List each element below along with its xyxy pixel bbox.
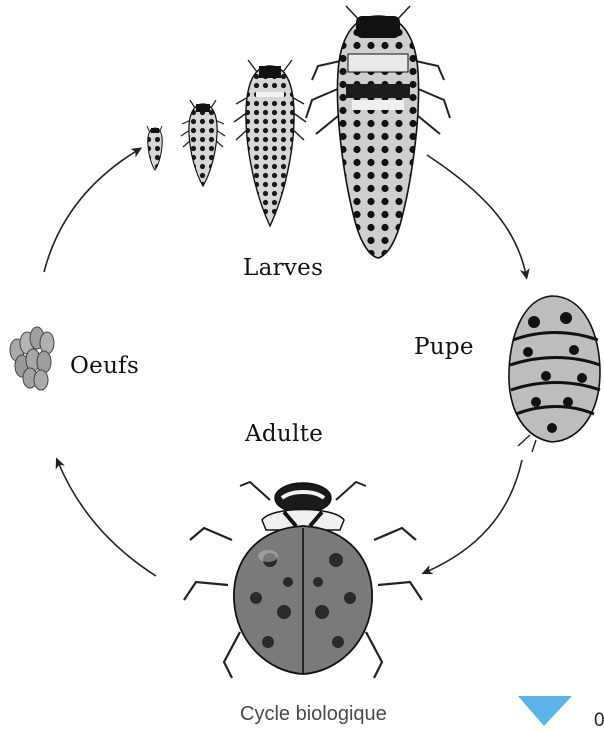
arrow-eggs-to-larvae — [44, 150, 138, 272]
arrow-adult-to-eggs — [58, 462, 156, 576]
larvae-label: Larves — [243, 255, 323, 281]
larva-stage-1-illustration — [147, 126, 162, 170]
arrow-pupa-to-adult — [426, 460, 522, 572]
adult-ladybird-illustration — [184, 482, 422, 678]
larva-stage-3-illustration — [234, 60, 306, 226]
eggs-label: Oeufs — [70, 353, 139, 379]
larva-stage-2-illustration — [181, 100, 225, 186]
figure-caption: Cycle biologique — [240, 703, 387, 726]
footer-triangle-accent — [518, 696, 572, 726]
larva-stage-4-illustration — [306, 6, 450, 258]
adult-label: Adulte — [245, 421, 323, 447]
page-number: 0 — [594, 710, 604, 731]
pupa-illustration — [509, 296, 600, 452]
pupa-label: Pupe — [414, 334, 474, 360]
arrow-larvae-to-pupa — [427, 155, 526, 275]
eggs-illustration — [10, 327, 54, 390]
